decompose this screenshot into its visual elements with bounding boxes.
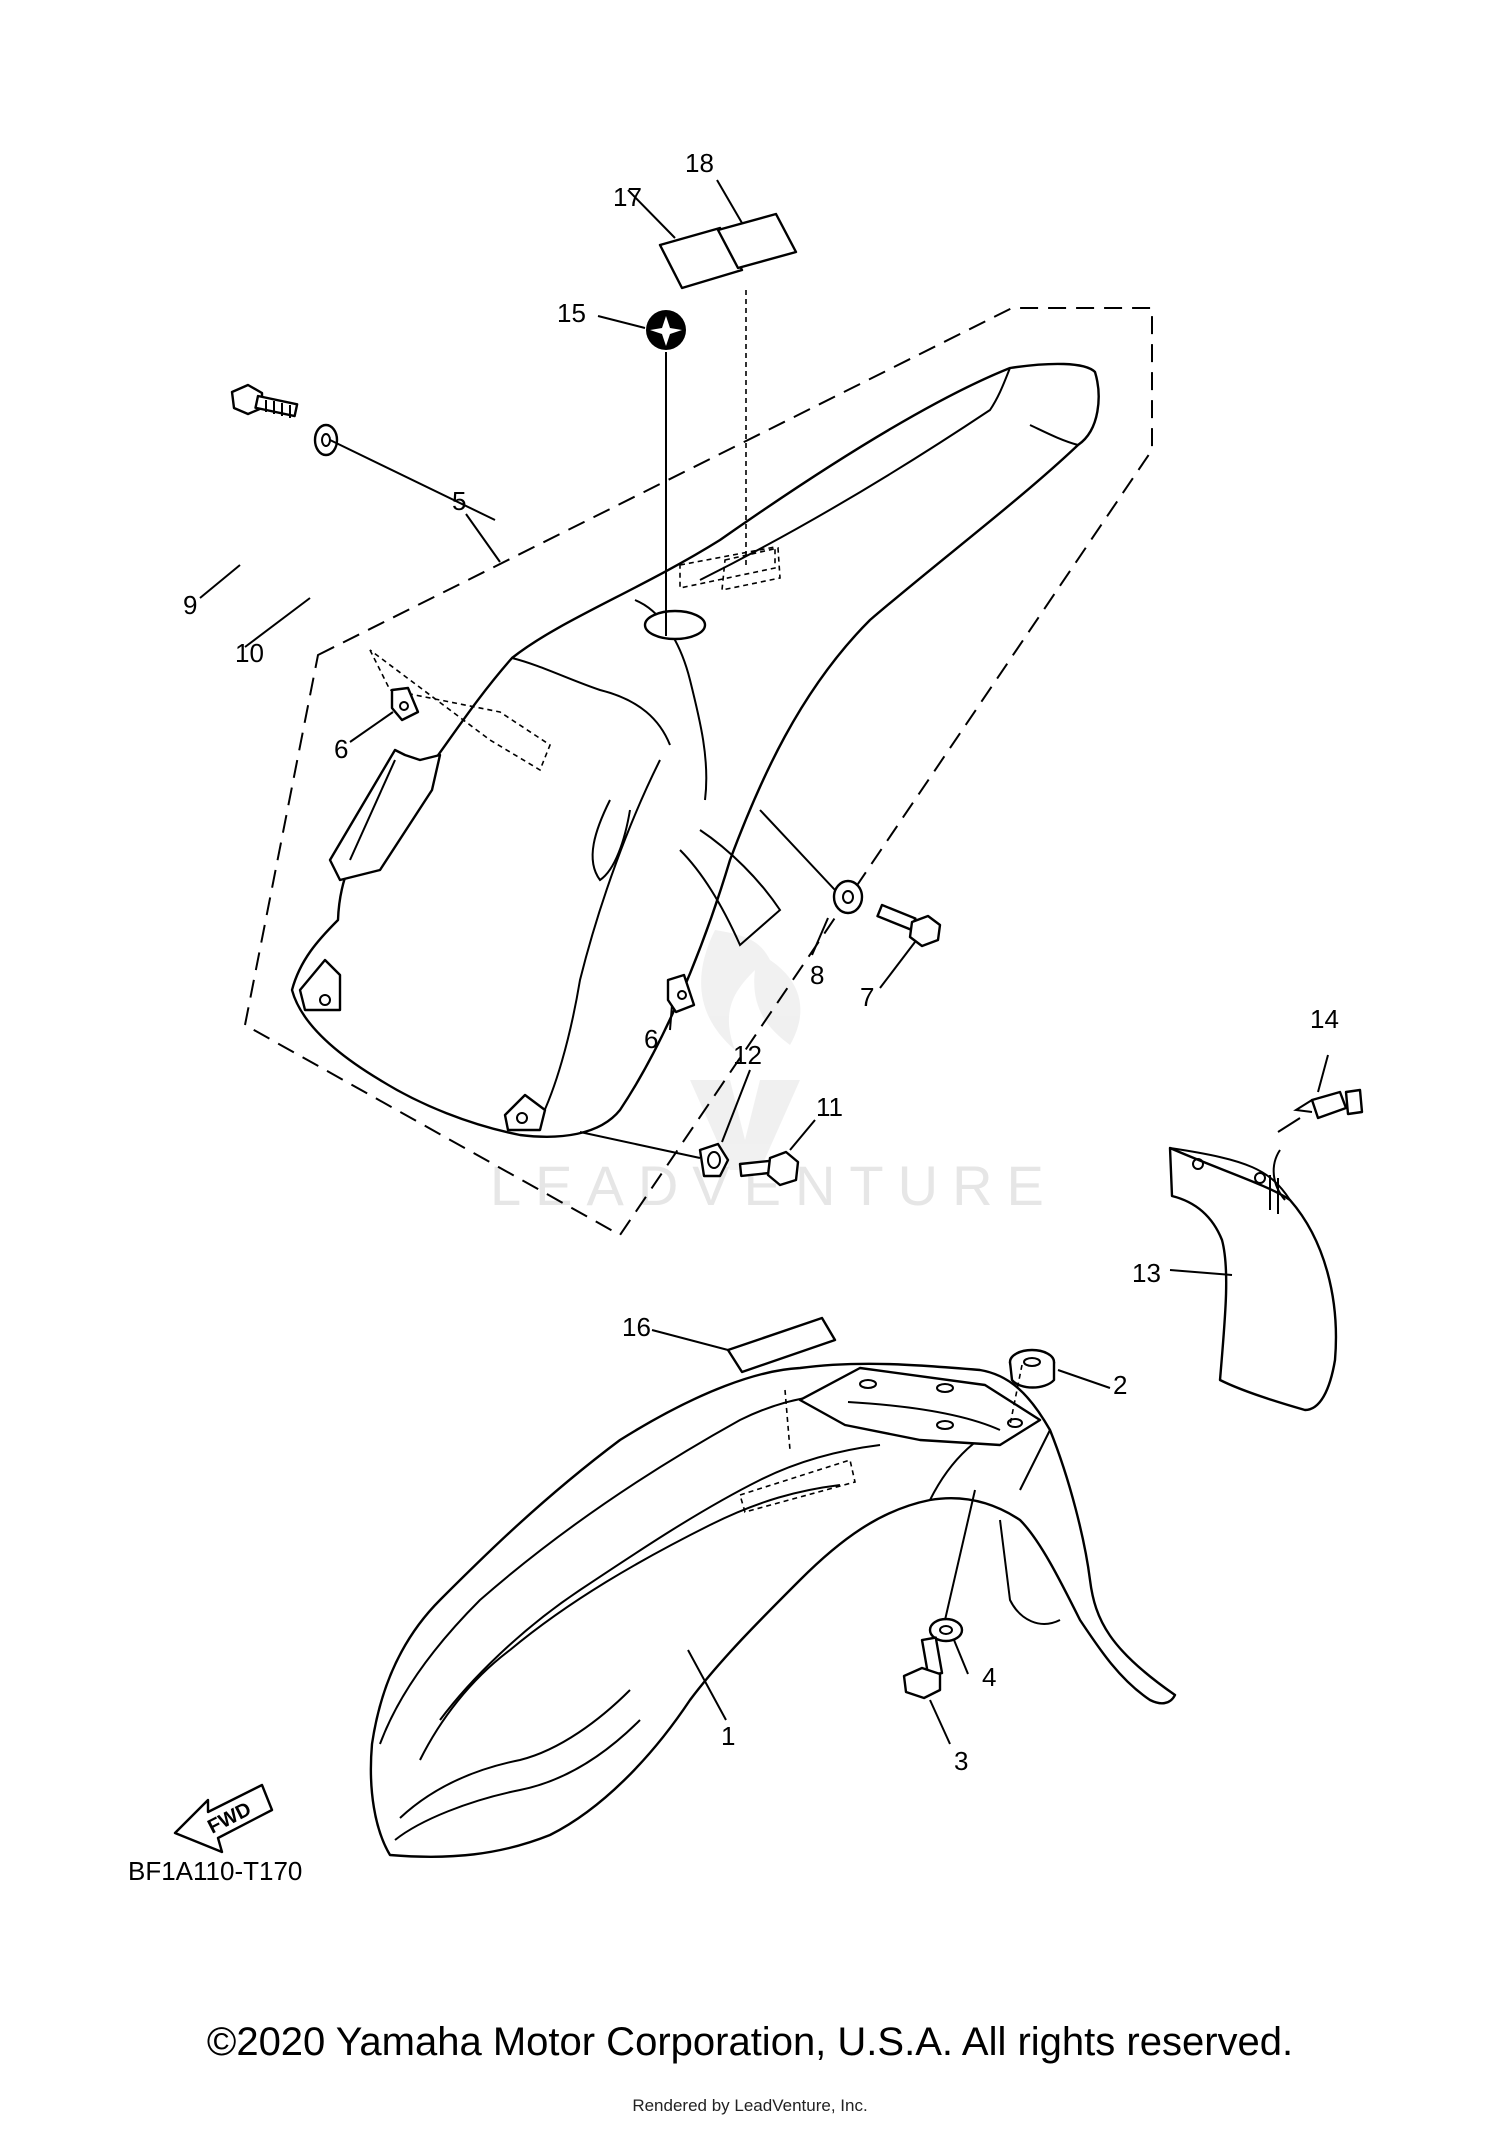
callout-numbers: 1 2 3 4 5 6 6 7 8 9 10 11 12 13 14 15 16… bbox=[183, 148, 1339, 1776]
callout-12: 12 bbox=[733, 1040, 762, 1070]
callout-2: 2 bbox=[1113, 1370, 1127, 1400]
callout-4: 4 bbox=[982, 1662, 996, 1692]
rear-fender bbox=[290, 362, 1100, 1138]
callout-1: 1 bbox=[721, 1721, 735, 1751]
rear-fender-group bbox=[243, 307, 1153, 1237]
callout-16: 16 bbox=[622, 1312, 651, 1342]
rear-fender-side-panel bbox=[328, 748, 442, 882]
front-fender-group bbox=[369, 1362, 1177, 1859]
callout-6-lower: 6 bbox=[644, 1024, 658, 1054]
decal-16 bbox=[726, 1316, 837, 1374]
forward-arrow-icon: FWD bbox=[173, 1783, 274, 1854]
washer-10 bbox=[313, 423, 339, 457]
callout-9: 9 bbox=[183, 590, 197, 620]
callout-leaders bbox=[199, 179, 1329, 1745]
front-fender bbox=[369, 1362, 1177, 1859]
decal-17 bbox=[658, 226, 744, 290]
decal-18 bbox=[716, 212, 798, 270]
rear-fender-hole bbox=[643, 609, 707, 641]
bolt-3 bbox=[902, 1636, 944, 1700]
callout-8: 8 bbox=[810, 960, 824, 990]
screw-14 bbox=[1293, 1088, 1364, 1120]
clip-nut-lower bbox=[666, 973, 696, 1014]
bolt-9 bbox=[230, 383, 299, 418]
collar-12 bbox=[698, 1142, 730, 1178]
callout-7: 7 bbox=[860, 982, 874, 1012]
diagram-code: BF1A110-T170 bbox=[128, 1856, 302, 1886]
bolt-11 bbox=[738, 1150, 800, 1187]
mud-flap bbox=[1168, 1146, 1338, 1412]
rendered-by-credit: Rendered by LeadVenture, Inc. bbox=[632, 2096, 868, 2115]
copyright-notice: ©2020 Yamaha Motor Corporation, U.S.A. A… bbox=[206, 2020, 1294, 2064]
callout-14: 14 bbox=[1310, 1004, 1339, 1034]
callout-11: 11 bbox=[816, 1092, 843, 1122]
front-fender-mount-plate bbox=[798, 1366, 1042, 1447]
washer-8 bbox=[832, 879, 864, 915]
callout-17: 17 bbox=[613, 182, 642, 212]
callout-5: 5 bbox=[452, 486, 466, 516]
callout-18: 18 bbox=[685, 148, 714, 178]
emblem-15 bbox=[646, 310, 686, 350]
bolt-7 bbox=[876, 903, 942, 948]
callout-13: 13 bbox=[1132, 1258, 1161, 1288]
callout-6-upper: 6 bbox=[334, 734, 348, 764]
callout-3: 3 bbox=[954, 1746, 968, 1776]
callout-15: 15 bbox=[557, 298, 586, 328]
callout-10: 10 bbox=[235, 638, 264, 668]
watermark-logo bbox=[690, 930, 801, 1170]
clip-nut-upper bbox=[390, 686, 420, 722]
collar-2 bbox=[1008, 1348, 1056, 1389]
